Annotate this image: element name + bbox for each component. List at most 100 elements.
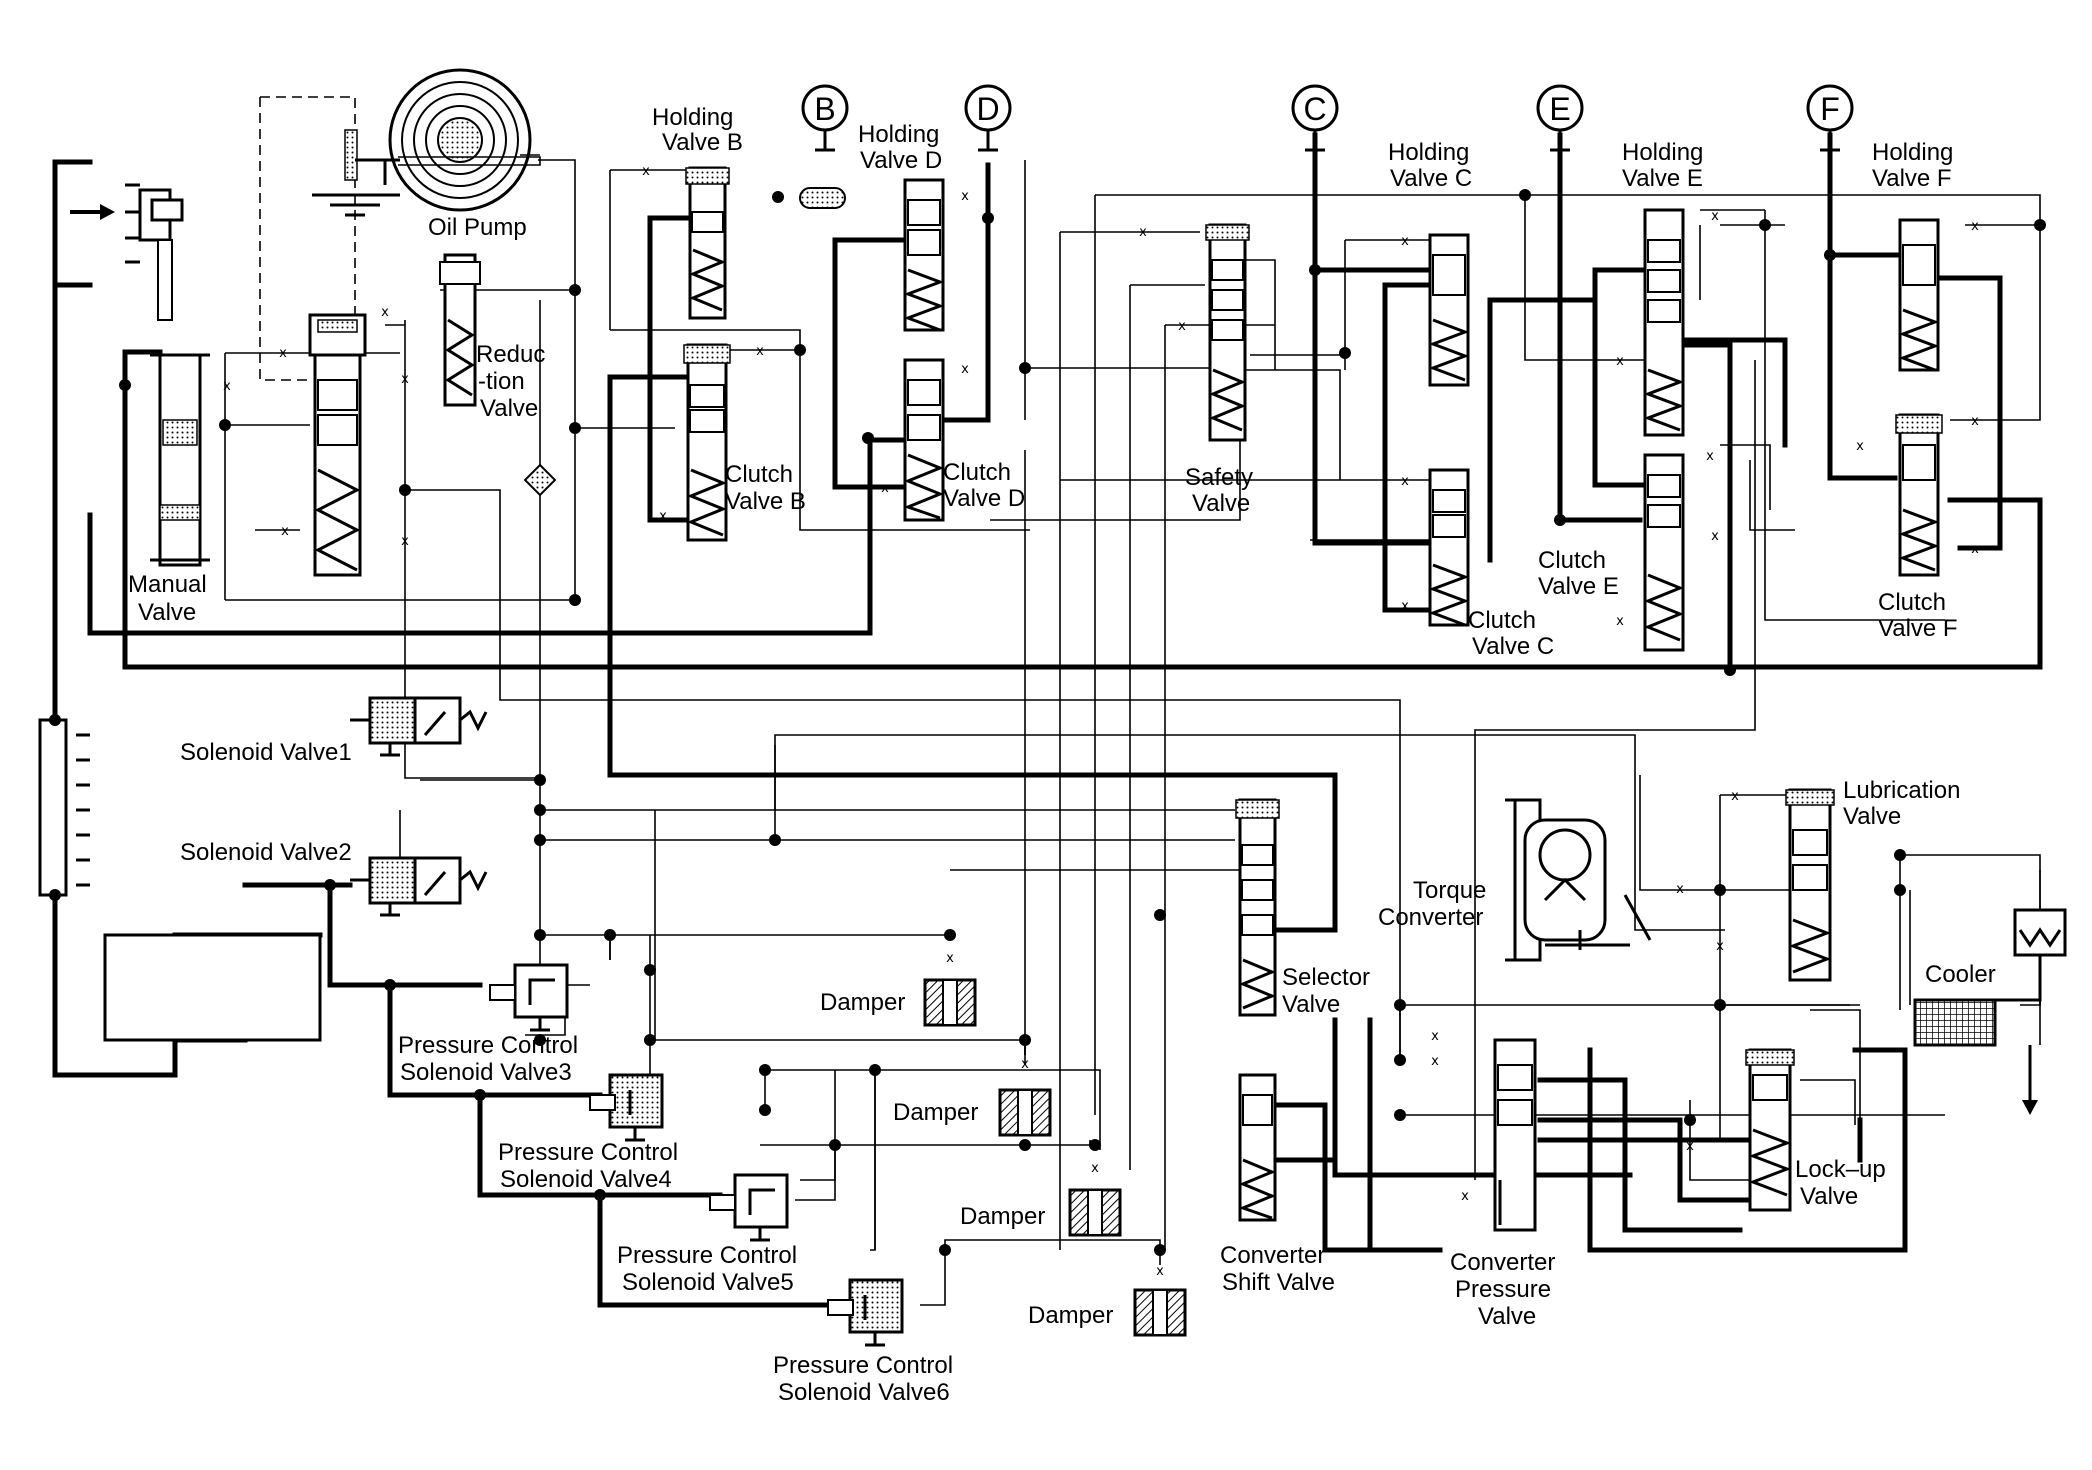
port-e: E [1536,84,1584,152]
lockup-valve-label-1: Lock–up [1795,1156,1886,1183]
cooler-label: Cooler [1925,961,1996,988]
svg-text:x: x [1401,474,1409,489]
svg-text:x: x [1856,439,1864,454]
cooler-shape [1913,908,2067,1115]
port-d: D [964,84,1012,152]
port-c: C [1291,84,1339,152]
clutch-valve-c [1428,468,1470,627]
svg-text:x: x [281,524,289,539]
svg-text:x: x [1686,1139,1694,1154]
orifice-marks: x x x x x x x x x x x x x x x x x x x x … [223,164,1979,1279]
manual-valve-label-2: Valve [138,599,196,626]
converter-shift-valve [1238,1073,1277,1222]
pcsv-4 [589,1073,664,1142]
damper-2-shape [998,1088,1052,1137]
holding-valve-e-label-1: Holding [1622,139,1703,166]
shuttle-valve-bd [799,187,846,209]
clutch-valve-d [903,358,945,522]
damper-2-label: Damper [893,1099,978,1126]
pcsv-3-label-2: Solenoid Valve3 [400,1059,572,1086]
holding-valve-f-label-1: Holding [1872,139,1953,166]
clutch-valve-f-label-2: Valve F [1878,615,1958,642]
converter-pressure-valve-label-2: Pressure [1455,1276,1551,1303]
clutch-valve-c-label-2: Valve C [1472,633,1554,660]
port-b: B [801,84,849,152]
reduction-valve [439,253,557,497]
junction-dots [119,189,2046,1256]
reduction-valve-label-2: -tion [478,368,525,395]
selector-valve-label-2: Valve [1282,991,1340,1018]
holding-valve-e [1643,208,1685,437]
converter-shift-valve-label-2: Shift Valve [1222,1269,1335,1296]
svg-text:x: x [1461,1189,1469,1204]
damper-3-label: Damper [960,1203,1045,1230]
svg-text:x: x [1711,209,1719,224]
pcsv-3-label-1: Pressure Control [398,1032,578,1059]
svg-text:x: x [1431,1054,1439,1069]
svg-text:x: x [946,951,954,966]
svg-text:x: x [1971,219,1979,234]
lockup-valve-label-2: Valve [1800,1183,1858,1210]
svg-text:x: x [1716,939,1724,954]
holding-valve-e-label-2: Valve E [1622,165,1703,192]
clutch-valve-e [1643,453,1685,652]
clutch-valve-e-label-2: Valve E [1538,573,1619,600]
holding-valve-c [1428,233,1470,387]
clutch-valve-f [1895,413,1943,577]
torque-converter-label-1: Torque [1413,877,1486,904]
holding-valve-d-label-1: Holding [858,121,939,148]
damper-4-label: Damper [1028,1302,1113,1329]
lubrication-valve [1785,788,1835,982]
port-f: F [1806,84,1854,152]
damper-1-label: Damper [820,989,905,1016]
svg-text:x: x [1711,529,1719,544]
pcsv-6-label-1: Pressure Control [773,1352,953,1379]
svg-text:x: x [401,372,409,387]
torque-converter [1505,798,1652,962]
holding-valve-d-label-2: Valve D [860,147,942,174]
manual-valve-label-1: Manual [128,571,207,598]
svg-text:x: x [881,481,889,496]
torque-converter-label-2: Converter [1378,904,1483,931]
holding-valve-b [685,166,730,320]
lubrication-valve-label-1: Lubrication [1843,777,1960,804]
svg-text:C: C [1303,91,1326,127]
svg-text:x: x [1676,882,1684,897]
holding-valve-b-label-1: Holding [652,104,733,131]
pcsv-6-label-2: Solenoid Valve6 [778,1379,950,1406]
svg-text:x: x [1178,319,1186,334]
svg-text:x: x [961,362,969,377]
converter-shift-valve-label-1: Converter [1220,1242,1325,1269]
labels: Oil Pump Manual Valve Reduc -tion Valve … [128,104,1996,1406]
holding-valve-f [1898,218,1940,372]
clutch-valve-d-label-2: Valve D [943,485,1025,512]
clutch-valve-c-label-1: Clutch [1468,607,1536,634]
converter-pressure-valve-label-1: Converter [1450,1249,1555,1276]
damper-4-shape [1133,1288,1187,1337]
svg-text:x: x [1971,542,1979,557]
svg-text:x: x [223,379,231,394]
svg-text:x: x [642,164,650,179]
solenoid-valve-2-label: Solenoid Valve2 [180,839,352,866]
clutch-valve-d-label-1: Clutch [943,459,1011,486]
svg-text:x: x [381,305,389,320]
svg-text:E: E [1549,91,1570,127]
svg-text:x: x [756,344,764,359]
svg-text:x: x [279,346,287,361]
holding-valve-c-label-2: Valve C [1390,165,1472,192]
svg-text:x: x [961,189,969,204]
selector-valve [1235,798,1280,1017]
converter-pressure-valve-label-3: Valve [1478,1303,1536,1330]
safety-valve-label-1: Safety [1185,464,1253,491]
converter-pressure-valve [1493,1038,1537,1232]
holding-valve-c-label-1: Holding [1388,139,1469,166]
reduction-valve-label-1: Reduc [476,341,545,368]
pcsv-5 [709,1173,789,1242]
clutch-valve-f-label-1: Clutch [1878,589,1946,616]
holding-valve-d [903,178,945,332]
svg-text:x: x [1091,1161,1099,1176]
safety-valve [1205,223,1250,442]
solenoid-valve-1-label: Solenoid Valve1 [180,739,352,766]
svg-text:x: x [1971,414,1979,429]
svg-text:x: x [1401,599,1409,614]
